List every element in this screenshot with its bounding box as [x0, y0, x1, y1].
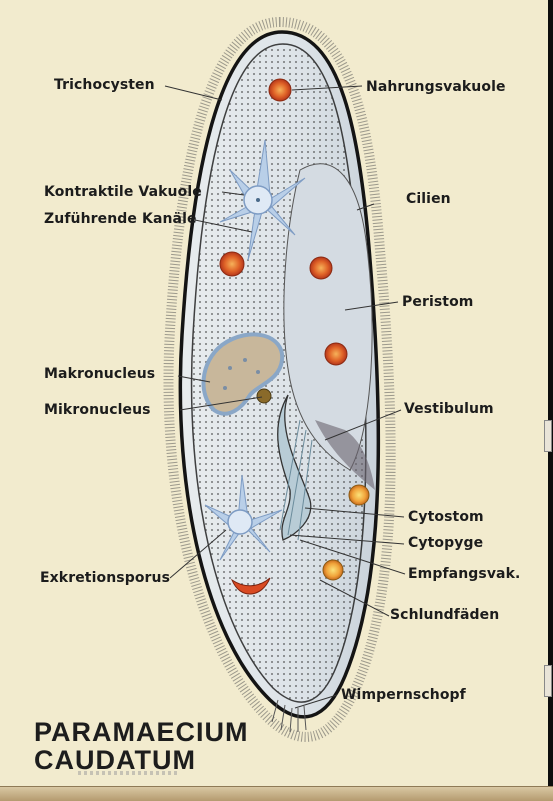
poster-edge	[548, 0, 553, 800]
food-vacuole	[309, 256, 333, 280]
contractile-vacuole-bottom	[204, 474, 283, 561]
food-vacuole	[219, 251, 245, 277]
micronucleus	[256, 388, 272, 404]
label-exkretionsporus: Exkretionsporus	[40, 570, 171, 586]
title-line-1: PARAMAECIUM	[34, 717, 249, 747]
label-vestibulum: Vestibulum	[404, 401, 494, 417]
food-vacuole	[348, 484, 370, 506]
title-line-2: CAUDATUM	[34, 745, 196, 775]
label-nahrungsvakuole: Nahrungsvakuole	[366, 79, 506, 95]
label-cilien: Cilien	[406, 191, 451, 207]
label-empfangsvak: Empfangsvak.	[408, 566, 521, 582]
peristom-groove	[283, 163, 373, 471]
poster-bottom-rod	[0, 786, 553, 801]
label-schlundfaeden: Schlundfäden	[390, 607, 500, 623]
printer-imprint	[78, 771, 178, 775]
caudal-tuft	[271, 699, 307, 733]
gullet-fibres	[279, 419, 313, 541]
food-vacuole	[322, 559, 344, 581]
leader-lines	[164, 85, 406, 709]
cytopharynx	[277, 394, 312, 541]
label-peristom: Peristom	[402, 294, 474, 310]
food-vacuole	[324, 342, 348, 366]
label-cytopyge: Cytopyge	[408, 535, 484, 551]
label-cytostom: Cytostom	[408, 509, 484, 525]
contractile-vacuole-top	[219, 139, 306, 261]
label-makronucleus: Makronucleus	[44, 366, 156, 382]
hanging-hook	[544, 665, 552, 697]
food-vacuole	[268, 78, 292, 102]
label-kontraktile-vakuole: Kontraktile Vakuole	[44, 184, 202, 200]
label-zufuehrende-kanaele: Zuführende Kanäle	[44, 211, 197, 227]
label-mikronucleus: Mikronucleus	[44, 402, 151, 418]
label-wimpernschopf: Wimpernschopf	[341, 687, 466, 703]
label-trichocysten: Trichocysten	[54, 77, 155, 93]
hanging-hook	[544, 420, 552, 452]
macronucleus	[201, 332, 285, 416]
cytopyge-crescent	[230, 577, 271, 595]
